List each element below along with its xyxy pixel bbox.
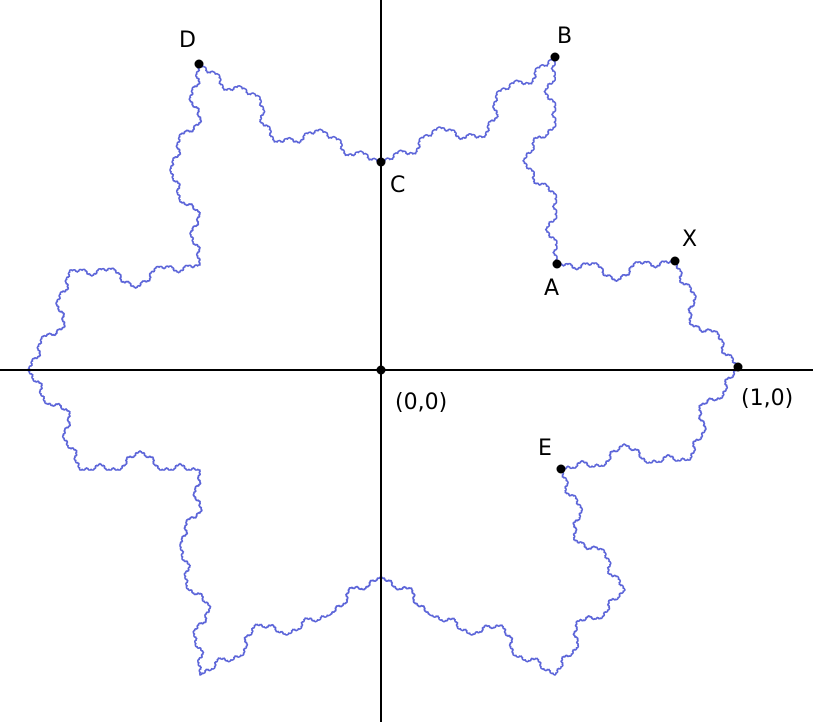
label-D: D (179, 28, 196, 53)
label-C: C (390, 173, 405, 198)
point-A (552, 259, 562, 269)
point-B (550, 52, 560, 62)
label-B: B (557, 24, 572, 49)
point-origin (376, 365, 386, 375)
fractal-curve (27, 56, 739, 676)
point-E (556, 464, 566, 474)
label-origin: (0,0) (395, 390, 447, 415)
point-D (194, 59, 204, 69)
point-C (376, 157, 386, 167)
label-A: A (544, 276, 559, 301)
point-X (670, 256, 680, 266)
label-unit: (1,0) (741, 386, 793, 411)
label-X: X (682, 227, 697, 252)
point-unit (733, 362, 743, 372)
label-E: E (538, 436, 552, 461)
